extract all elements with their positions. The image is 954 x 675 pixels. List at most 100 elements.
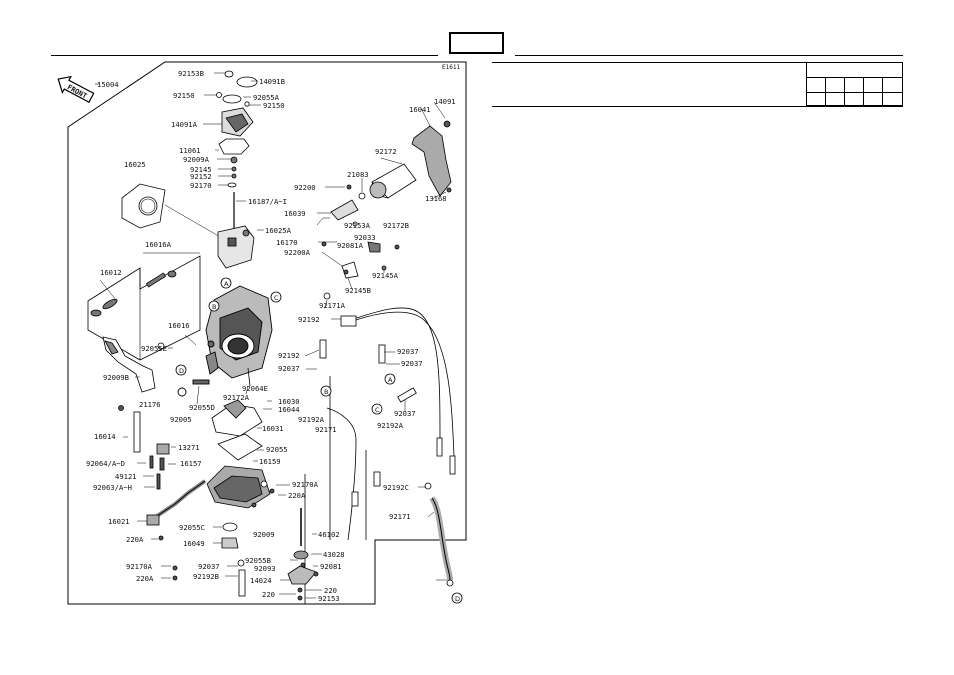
part-label: 92063/A~H — [93, 483, 132, 492]
part-label: 92171A — [319, 301, 346, 310]
part-label: 16041 — [409, 105, 431, 114]
part-label: 92150 — [173, 91, 195, 100]
part-label: 46102 — [318, 530, 340, 539]
part-label: 92145A — [372, 271, 399, 280]
idle-adjuster-box — [87, 255, 201, 361]
part-label: 16016 — [168, 321, 190, 330]
part-label: 220 — [324, 586, 337, 595]
part-label: 14091 — [434, 97, 456, 106]
vent-tubes — [304, 307, 456, 604]
float-bowl-group — [206, 399, 275, 597]
ref-marker-d-top — [175, 364, 187, 376]
part-label: 92037 — [394, 409, 416, 418]
part-label: 13271 — [178, 443, 200, 452]
part-label: 16187/A~I — [248, 197, 287, 206]
part-label: 92064E — [242, 384, 268, 393]
part-label: 220A — [136, 574, 154, 583]
svg-text:C: C — [274, 294, 279, 302]
part-label: 92153 — [318, 594, 340, 603]
svg-text:B: B — [212, 303, 216, 311]
part-label: 92171 — [389, 512, 411, 521]
part-label: 92055E — [141, 344, 167, 353]
part-label: 92037 — [198, 562, 220, 571]
part-label: 16025 — [124, 160, 146, 169]
page-code-box — [449, 32, 504, 54]
svg-text:D: D — [179, 367, 184, 375]
reference-markers — [175, 277, 463, 604]
part-label: 16014 — [94, 432, 116, 441]
top-cap-group — [216, 70, 258, 230]
part-label: 16016A — [145, 240, 172, 249]
part-label: 14091A — [171, 120, 198, 129]
part-label: 92009B — [103, 373, 129, 382]
part-label: 16021 — [108, 517, 130, 526]
throttle-arm — [321, 120, 452, 300]
part-label: 92172 — [375, 147, 397, 156]
svg-text:B: B — [324, 388, 328, 396]
part-label: 92152 — [190, 172, 212, 181]
part-label: 92200 — [294, 183, 316, 192]
part-label: 92037 — [278, 364, 300, 373]
ref-marker-b-bottom — [320, 385, 332, 397]
part-label: 16039 — [284, 209, 306, 218]
hot-start-cable — [133, 411, 207, 581]
part-label: 21176 — [139, 400, 161, 409]
part-label: 16157 — [180, 459, 202, 468]
part-labels: 92153B 14091B 92150 92055A 92150 14091A … — [86, 69, 456, 603]
svg-text:C: C — [375, 406, 380, 414]
part-label: 16030 — [278, 397, 300, 406]
ref-marker-c-bottom — [371, 403, 383, 415]
part-label: 43028 — [323, 550, 345, 559]
svg-text:A: A — [224, 280, 229, 288]
part-label: 92171 — [315, 425, 337, 434]
part-label: 16170 — [276, 238, 298, 247]
part-label: 14091B — [259, 77, 285, 86]
part-label: 92037 — [401, 359, 423, 368]
part-label: 16025A — [265, 226, 292, 235]
ref-marker-c-top — [270, 291, 282, 303]
part-label: 92055D — [189, 403, 215, 412]
header-rule-right — [515, 55, 903, 56]
leader-lines — [99, 72, 447, 599]
frame-part-number: 15004 — [97, 80, 119, 89]
part-label: 13168 — [425, 194, 447, 203]
part-label: 92170A — [292, 480, 319, 489]
part-label: 92153A — [344, 221, 371, 230]
part-label: 92055A — [253, 93, 280, 102]
part-label: 220A — [288, 491, 306, 500]
part-label: 92055C — [179, 523, 205, 532]
ref-marker-a-top — [220, 277, 232, 289]
part-label: 92200A — [284, 248, 311, 257]
table-rule-bottom — [492, 106, 903, 107]
part-label: 92172A — [223, 393, 250, 402]
table-rule-top — [492, 62, 903, 63]
throttle-valve-group — [121, 183, 255, 269]
figure-code: E1611 — [442, 64, 460, 71]
part-label: 21083 — [347, 170, 369, 179]
part-label: 14024 — [250, 576, 272, 585]
accelerator-pump — [287, 508, 319, 601]
part-label: 92005 — [170, 415, 192, 424]
part-label: 92192C — [383, 483, 409, 492]
part-label: 92037 — [397, 347, 419, 356]
part-label: 92192A — [377, 421, 404, 430]
part-label: 16012 — [100, 268, 122, 277]
part-label: 16159 — [259, 457, 281, 466]
part-label: 92009A — [183, 155, 210, 164]
part-label: 11061 — [179, 146, 201, 155]
part-label: 92192 — [298, 315, 320, 324]
part-label: 220 — [262, 590, 275, 599]
part-label: 92150 — [263, 101, 285, 110]
part-label: 92055B — [245, 556, 271, 565]
part-label: 92009 — [253, 530, 275, 539]
part-label: 16044 — [278, 405, 300, 414]
cable-bracket — [102, 336, 165, 411]
part-label: 92145B — [345, 286, 371, 295]
ref-marker-b-top — [208, 300, 220, 312]
part-label: 92192B — [193, 572, 219, 581]
part-label: 92172B — [383, 221, 409, 230]
part-label: 92192 — [278, 351, 300, 360]
ref-marker-a-bottom — [384, 373, 396, 385]
part-label: 16031 — [262, 424, 284, 433]
